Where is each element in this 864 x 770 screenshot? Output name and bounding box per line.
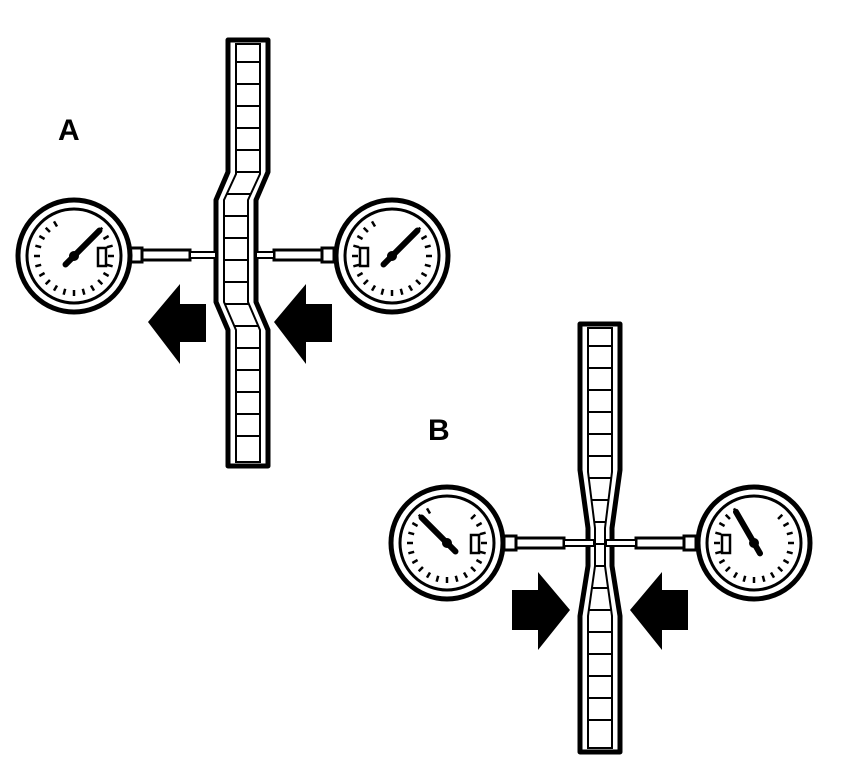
panel-label-a: A (58, 114, 80, 147)
gauge-hub (387, 251, 397, 261)
gauge-tick (420, 271, 428, 278)
gauge-tick (475, 521, 483, 528)
gauge-tick (425, 571, 432, 579)
gauge-tick (411, 558, 419, 565)
gauge-tick (724, 513, 731, 520)
pressure-gauge-icon (15, 197, 133, 315)
gauge-tick (435, 575, 440, 582)
panel-b-right-gauge (605, 484, 813, 602)
gauge-tick (777, 566, 784, 573)
gauge-window (96, 246, 108, 268)
gauge-tick (777, 513, 784, 520)
pressure-gauge-icon (333, 197, 451, 315)
gauge-tick (420, 234, 428, 241)
gauge-tick (408, 550, 415, 555)
gauge-tick (89, 284, 96, 292)
pressure-gauge-icon (388, 484, 506, 602)
gauge-tick (786, 550, 793, 555)
panel-a-membrane-segments (224, 61, 260, 437)
gauge-tick (356, 271, 364, 278)
gauge-tick (102, 234, 110, 241)
panel-b (388, 321, 813, 755)
gauge-tick (782, 521, 790, 528)
gauge-tick (407, 284, 414, 292)
gauge-hub (749, 538, 759, 548)
gauge-tick (786, 531, 793, 536)
gauge-tick (742, 575, 747, 582)
arrow-right-icon (512, 572, 570, 650)
gauge-tick (356, 234, 364, 241)
gauge-tick (715, 531, 722, 536)
gauge-tick (362, 279, 369, 286)
gauge-tick (479, 531, 486, 536)
panel-a-left-gauge (15, 197, 217, 315)
gauge-tick (454, 575, 459, 582)
gauge-tick (44, 279, 51, 286)
gauge-tick (370, 284, 377, 292)
gauge-tick (106, 263, 113, 268)
panel-a (15, 37, 451, 469)
panel-b-membrane-segments (588, 345, 612, 721)
gauge-tick (81, 288, 86, 295)
gauge-tick (362, 226, 369, 233)
gauge-tick (415, 279, 422, 286)
gauge-tick (52, 220, 59, 228)
gauge-hub (69, 251, 79, 261)
gauge-tick (62, 288, 67, 295)
gauge-tick (475, 558, 483, 565)
gauge-tick (761, 575, 766, 582)
gauge-tick (399, 288, 404, 295)
gauge-tick (35, 263, 42, 268)
gauge-tick (38, 234, 46, 241)
gauge-tick (424, 263, 431, 268)
gauge-tick (732, 571, 739, 579)
panel-b-left-gauge (388, 484, 595, 602)
gauge-tick (353, 244, 360, 249)
gauge-tick (106, 244, 113, 249)
arrow-left-icon (148, 284, 206, 364)
gauge-tick (718, 558, 726, 565)
gauge-tick (724, 566, 731, 573)
gauge-tick (35, 244, 42, 249)
gauge-tick (102, 271, 110, 278)
pressure-gauge-icon (695, 484, 813, 602)
gauge-tick (370, 220, 377, 228)
gauge-window (469, 533, 481, 555)
panel-a-membrane (213, 37, 271, 469)
panel-a-right-gauge (255, 197, 451, 315)
gauge-tick (782, 558, 790, 565)
gauge-tick (97, 279, 104, 286)
gauge-tick (411, 521, 419, 528)
gauge-tick (470, 513, 477, 520)
gauge-tick (425, 507, 432, 515)
gauge-tick (715, 550, 722, 555)
panel-label-b: B (428, 414, 450, 447)
gauge-tick (417, 566, 424, 573)
gauge-hub (442, 538, 452, 548)
gauge-tick (470, 566, 477, 573)
gauge-tick (38, 271, 46, 278)
gauge-tick (44, 226, 51, 233)
gauge-tick (408, 531, 415, 536)
panel-b-membrane (577, 321, 623, 755)
gauge-tick (718, 521, 726, 528)
arrow-left-icon (630, 572, 688, 650)
gauge-tick (353, 263, 360, 268)
arrow-left-icon (274, 284, 332, 364)
gauge-tick (52, 284, 59, 292)
gauge-tick (462, 571, 469, 579)
gauge-window (358, 246, 370, 268)
gauge-tick (424, 244, 431, 249)
gauge-tick (380, 288, 385, 295)
gauge-tick (479, 550, 486, 555)
gauge-window (720, 533, 732, 555)
gauge-tick (769, 571, 776, 579)
